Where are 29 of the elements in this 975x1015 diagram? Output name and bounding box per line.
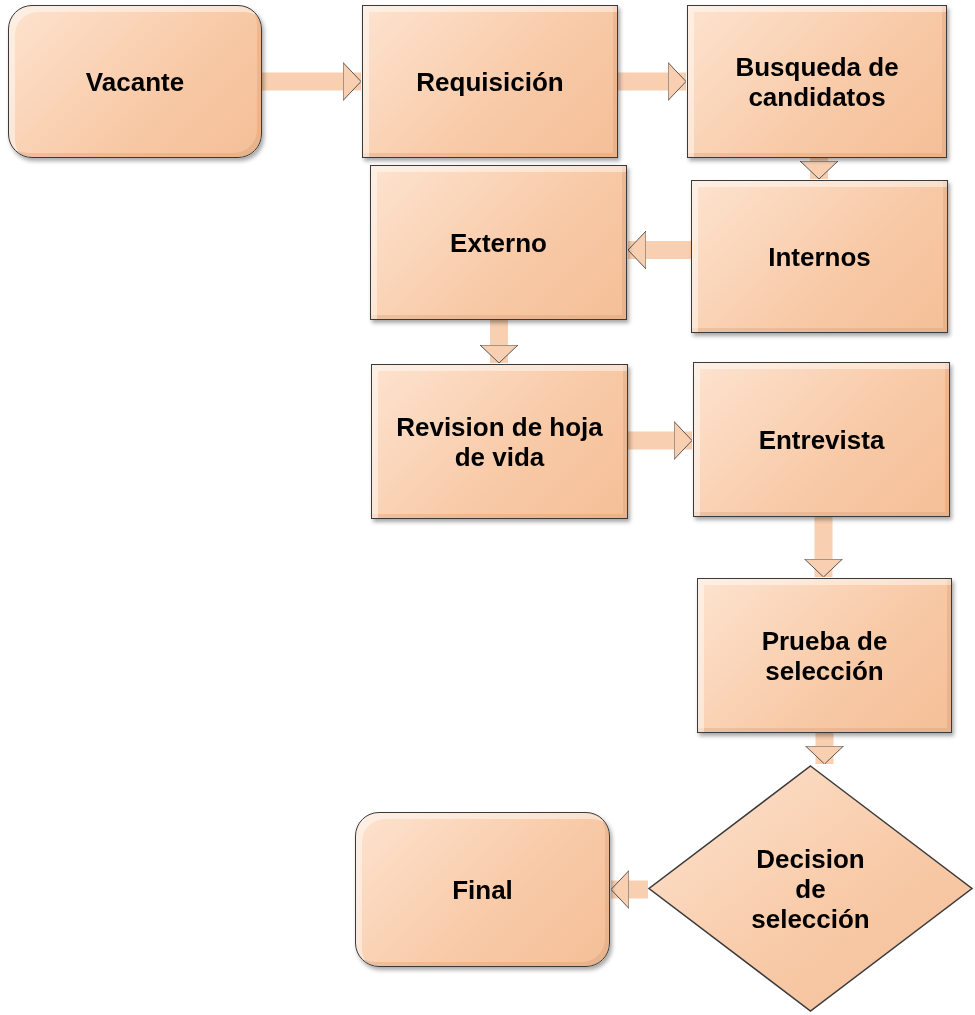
block-arrow [479, 320, 519, 364]
process-box [687, 5, 947, 158]
node-label: Internos [768, 241, 871, 272]
block-arrow [262, 62, 362, 101]
decision-diamond [648, 765, 973, 1012]
process-box [697, 578, 952, 733]
block-arrow [628, 421, 693, 460]
node-label: Entrevista [758, 424, 885, 455]
node-label: Vacante [85, 66, 185, 97]
process-box [691, 180, 948, 333]
node-label: Externo [450, 227, 547, 258]
node-label: Requisición [416, 66, 564, 97]
block-arrow [610, 870, 648, 909]
block-arrow [627, 230, 691, 270]
block-arrow [799, 158, 839, 180]
process-box [8, 5, 262, 158]
node-label: Final [452, 874, 513, 905]
block-arrow [618, 62, 687, 101]
block-arrow [804, 517, 843, 578]
block-arrow [805, 733, 844, 765]
node-label: Decision de selección [750, 843, 871, 934]
node-label: Prueba de selección [760, 625, 889, 686]
process-box [693, 362, 950, 517]
process-box [362, 5, 618, 158]
node-label: Revision de hoja de vida [395, 411, 604, 472]
process-box [370, 165, 627, 320]
process-box [355, 812, 610, 967]
process-box [371, 364, 628, 519]
node-label: Busqueda de candidatos [734, 51, 900, 112]
